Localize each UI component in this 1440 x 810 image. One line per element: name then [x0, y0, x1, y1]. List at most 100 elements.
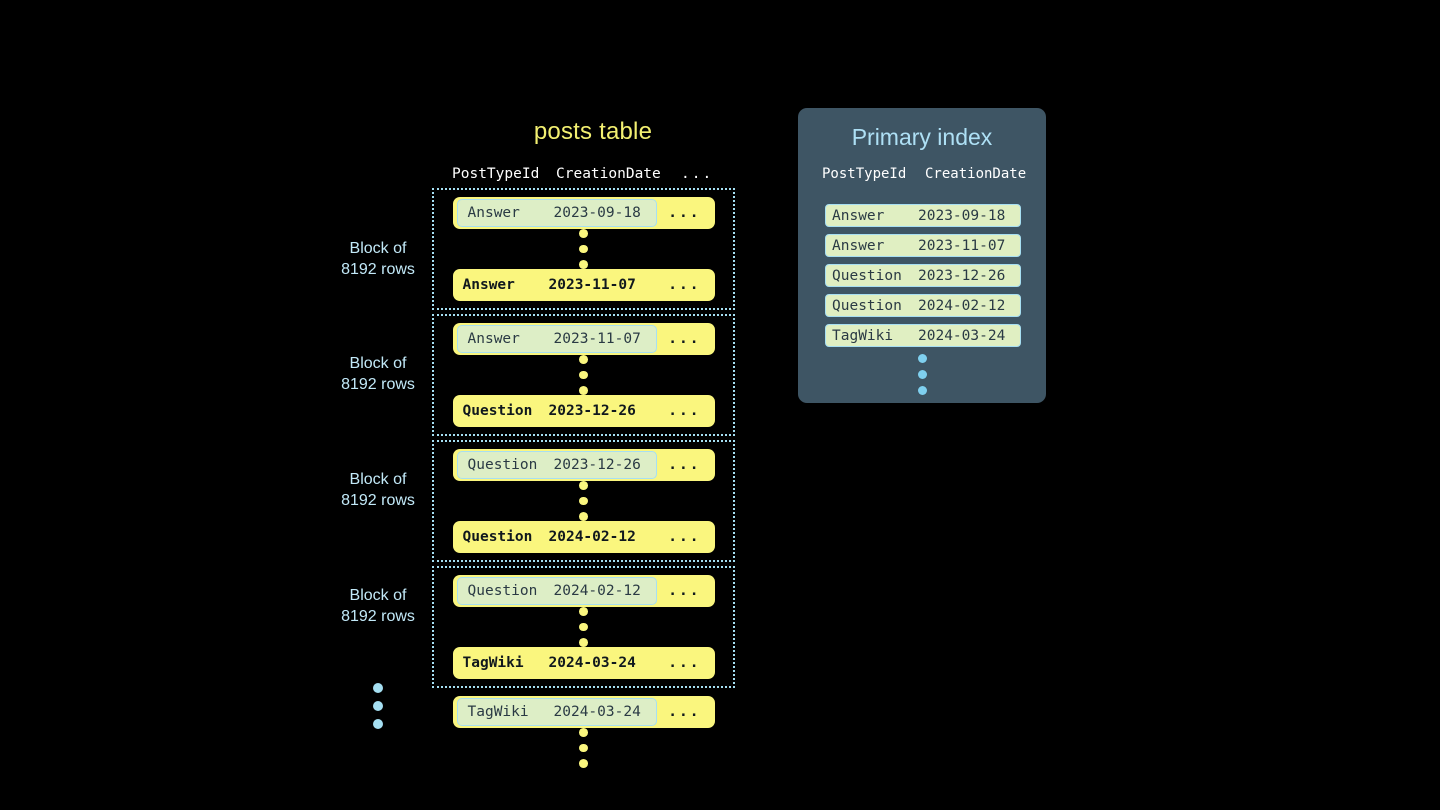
index-row[interactable]: TagWiki 2024-03-24: [825, 324, 1021, 347]
table-row[interactable]: Question 2024-02-12 ...: [452, 521, 715, 553]
primary-index-title: Primary index: [851, 124, 993, 150]
cell-more-ellipsis: ...: [668, 529, 701, 545]
dot: [917, 354, 927, 363]
cell-post-type-id: Answer: [462, 277, 515, 293]
column-header-post-type-id: PostTypeId: [452, 166, 540, 182]
block-label-3-line1: Block of: [349, 471, 407, 488]
column-header-creation-date: CreationDate: [925, 166, 1027, 182]
table-row[interactable]: Answer 2023-11-07 ...: [452, 323, 715, 355]
cell-creation-date: 2023-11-07: [548, 277, 636, 293]
cell-post-type-id: Question: [832, 267, 902, 284]
rows-omitted-dots: [434, 229, 733, 270]
row-cells: TagWiki 2024-03-24: [453, 647, 683, 679]
cell-creation-date: 2023-12-26: [553, 457, 641, 473]
rows-omitted-dots: [434, 481, 733, 522]
cell-creation-date: 2023-11-07: [553, 331, 641, 347]
rows-omitted-dots: [434, 607, 733, 648]
column-header-more-ellipsis: ...: [681, 166, 714, 182]
primary-index-panel: Primary index PostTypeId CreationDate An…: [798, 108, 1046, 403]
table-block: Question 2024-02-12 ... TagWiki 2024-03-…: [432, 566, 735, 688]
cell-post-type-id: Question: [467, 583, 538, 599]
cell-creation-date: 2024-03-24: [918, 327, 1006, 344]
row-highlight-box: TagWiki 2024-03-24: [456, 698, 657, 726]
block-label-4: Block of 8192 rows: [330, 585, 426, 627]
dot: [579, 229, 588, 238]
cell-post-type-id: TagWiki: [832, 327, 894, 344]
cell-post-type-id: Answer: [467, 331, 520, 347]
dot: [579, 512, 588, 522]
cell-creation-date: 2023-12-26: [548, 403, 636, 419]
table-block: Answer 2023-09-18 ... Answer 2023-11-07 …: [432, 188, 735, 310]
cell-more-ellipsis: ...: [668, 403, 701, 419]
cell-creation-date: 2023-09-18: [918, 207, 1006, 224]
cell-post-type-id: Question: [462, 529, 533, 545]
table-block: Answer 2023-11-07 ... Question 2023-12-2…: [432, 314, 735, 436]
table-row[interactable]: Question 2023-12-26 ...: [452, 395, 715, 427]
cell-post-type-id: Answer: [832, 237, 885, 254]
cell-post-type-id: Answer: [832, 207, 885, 224]
dot: [917, 386, 927, 395]
dot: [579, 622, 588, 632]
dot: [579, 481, 588, 490]
row-cells: Question 2024-02-12: [453, 521, 683, 553]
cell-more-ellipsis: ...: [668, 331, 701, 347]
cell-more-ellipsis: ...: [668, 583, 701, 599]
block-label-4-line1: Block of: [349, 587, 407, 604]
cell-post-type-id: TagWiki: [462, 655, 524, 671]
cell-creation-date: 2024-03-24: [553, 704, 641, 720]
posts-table-column-headers: PostTypeId CreationDate ...: [433, 166, 753, 188]
dot: [579, 759, 588, 769]
table-continuation-dots: [432, 728, 735, 769]
cell-post-type-id: Question: [467, 457, 538, 473]
block-label-2-line1: Block of: [349, 355, 407, 372]
cell-creation-date: 2024-02-12: [553, 583, 641, 599]
dot: [579, 496, 588, 506]
block-label-3-line2: 8192 rows: [341, 492, 415, 509]
table-row[interactable]: Question 2024-02-12 ...: [452, 575, 715, 607]
column-header-post-type-id: PostTypeId: [822, 166, 907, 182]
cell-creation-date: 2024-02-12: [548, 529, 636, 545]
dot: [579, 607, 588, 616]
table-row[interactable]: Answer 2023-11-07 ...: [452, 269, 715, 301]
posts-table-title: posts table: [533, 118, 653, 145]
dot: [373, 683, 383, 693]
dot: [579, 743, 588, 753]
index-row[interactable]: Answer 2023-09-18: [825, 204, 1021, 227]
cell-creation-date: 2024-03-24: [548, 655, 636, 671]
table-row[interactable]: TagWiki 2024-03-24 ...: [452, 696, 715, 728]
cell-more-ellipsis: ...: [668, 457, 701, 473]
table-row[interactable]: Question 2023-12-26 ...: [452, 449, 715, 481]
cell-more-ellipsis: ...: [668, 205, 701, 221]
cell-creation-date: 2023-12-26: [918, 267, 1006, 284]
table-block: Question 2023-12-26 ... Question 2024-02…: [432, 440, 735, 562]
dot: [579, 386, 588, 396]
dot: [579, 728, 588, 737]
cell-creation-date: 2023-11-07: [918, 237, 1006, 254]
cell-more-ellipsis: ...: [668, 655, 701, 671]
dot: [579, 638, 588, 648]
index-row[interactable]: Answer 2023-11-07: [825, 234, 1021, 257]
rows-omitted-dots: [434, 355, 733, 396]
dot: [579, 260, 588, 270]
trailing-row-area: TagWiki 2024-03-24 ...: [432, 692, 735, 769]
row-cells: Answer 2023-11-07: [453, 269, 683, 301]
table-row[interactable]: TagWiki 2024-03-24 ...: [452, 647, 715, 679]
index-continuation-dots: [798, 354, 1046, 395]
dot: [579, 244, 588, 254]
posts-table-group: posts table PostTypeId CreationDate ... …: [330, 118, 753, 769]
cell-more-ellipsis: ...: [668, 704, 701, 720]
cell-creation-date: 2023-09-18: [553, 205, 641, 221]
row-cells: Question 2023-12-26: [453, 395, 683, 427]
block-label-1: Block of 8192 rows: [330, 238, 426, 280]
dot: [579, 355, 588, 364]
table-row[interactable]: Answer 2023-09-18 ...: [452, 197, 715, 229]
row-highlight-box: Answer 2023-11-07: [456, 325, 657, 353]
dot: [917, 370, 927, 379]
index-row[interactable]: Question 2023-12-26: [825, 264, 1021, 287]
cell-post-type-id: TagWiki: [467, 704, 529, 720]
row-highlight-box: Answer 2023-09-18: [456, 199, 657, 227]
cell-post-type-id: Question: [832, 297, 902, 314]
cell-creation-date: 2024-02-12: [918, 297, 1006, 314]
block-label-3: Block of 8192 rows: [330, 469, 426, 511]
index-row[interactable]: Question 2024-02-12: [825, 294, 1021, 317]
